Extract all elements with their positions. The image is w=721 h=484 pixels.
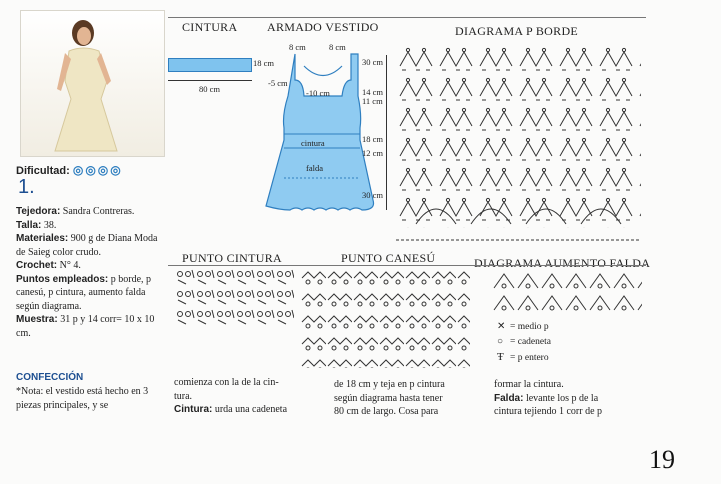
legend-medio-icon: ✕: [497, 321, 506, 332]
puntos-line: Puntos empleados: p borde, p canesú, p c…: [16, 273, 152, 312]
legend-entero-icon: Ŧ: [497, 351, 504, 363]
punto-cintura-diagram: [176, 268, 294, 328]
body-col-3-line-1: de 18 cm y teja en p cintura: [334, 379, 445, 390]
punto-cintura-title: PUNTO CINTURA: [182, 251, 283, 265]
body-col-2-line-2: tura.: [174, 390, 193, 402]
punto-canesu-title: PUNTO CANESÚ: [341, 251, 436, 265]
dificultad-label: Dificultad:: [16, 165, 70, 177]
dress-r14: 14 cm: [362, 87, 384, 97]
body-col-2-line-3: Cintura: urda una cadeneta: [174, 404, 288, 415]
body-col-2: comienza con la de la cin- tura. Cintura…: [174, 376, 320, 417]
top-rule: [168, 17, 646, 18]
punto-canesu-diagram: [300, 268, 470, 368]
dress-minus5-label: -5 cm: [268, 78, 288, 88]
body-col-3-line-2: según diagrama hasta tener: [334, 392, 443, 404]
body-col-4: formar la cintura. Falda: levante los p …: [494, 378, 644, 419]
pattern-number: 1.: [18, 176, 35, 198]
dress-top-right-label: 8 cm: [329, 42, 346, 52]
dificultad: Dificultad: ◎◎◎◎: [16, 163, 123, 177]
dress-measure-line: [386, 55, 387, 210]
dress-r30a: 30 cm: [362, 57, 384, 67]
legend-cadeneta-icon: ○: [497, 336, 504, 347]
aumento-falda-diagram: [492, 270, 642, 315]
legend-entero: = p entero: [510, 353, 549, 363]
yarn-ball-icons: ◎◎◎◎: [72, 163, 123, 177]
cintura-title: CINTURA: [182, 20, 238, 34]
cintura-width-label: 80 cm: [199, 84, 221, 94]
dress-r18: 18 cm: [362, 134, 384, 144]
talla-line: Talla: 38.: [16, 219, 57, 231]
materiales-line: Materiales: 900 g de Diana Moda de Saieg…: [16, 233, 158, 258]
borde-title: DIAGRAMA P BORDE: [455, 24, 579, 38]
cintura-strip: [168, 58, 252, 72]
body-col-4-line-2: Falda: levante los p de la: [494, 392, 599, 404]
legend-medio: = medio p: [510, 322, 549, 332]
dress-cintura-label: cintura: [301, 138, 325, 148]
tejedora-line: Tejedora: Sandra Contreras.: [16, 206, 135, 217]
dress-diagram: [265, 53, 375, 211]
dress-falda-label: falda: [306, 163, 323, 173]
dress-r12: 12 cm: [362, 148, 384, 158]
dress-top-left-label: 8 cm: [289, 42, 306, 52]
body-col-4-line-3: cintura tejiendo 1 corr de p: [494, 406, 603, 417]
muestra-line: Muestra: 31 p y 14 corr= 10 x 10 cm.: [16, 314, 155, 339]
legend-cadeneta: = cadeneta: [510, 337, 551, 347]
body-col-3: de 18 cm y teja en p cintura según diagr…: [334, 378, 480, 419]
page-number: 19: [649, 445, 675, 474]
left-details: Tejedora: Sandra Contreras. Talla: 38. M…: [16, 205, 166, 340]
dress-r11: 11 cm: [362, 96, 383, 106]
dress-minus10-label: -10 cm: [306, 88, 330, 98]
crochet-line: Crochet: N° 4.: [16, 260, 81, 271]
armado-title: ARMADO VESTIDO: [267, 20, 379, 34]
cintura-height-label: 18 cm: [253, 58, 275, 68]
borde-stitch-diagram: [396, 44, 641, 241]
middle-rule: [168, 265, 646, 266]
cintura-width-line: [168, 80, 252, 81]
body-col-4-line-1: formar la cintura.: [494, 379, 564, 390]
body-col-2-line-1: comienza con la de la cin-: [174, 377, 279, 388]
body-col-3-line-3: 80 cm de largo. Cosa para: [334, 406, 439, 417]
dress-model-image: [54, 20, 118, 152]
model-photo: [20, 10, 165, 157]
aumento-falda-title: DIAGRAMA AUMENTO FALDA: [474, 256, 651, 270]
nota-text: *Nota: el vestido está hecho en 3 piezas…: [16, 386, 149, 411]
confeccion-heading: CONFECCIÓN: [16, 372, 84, 383]
dress-r30b: 30 cm: [362, 190, 384, 200]
